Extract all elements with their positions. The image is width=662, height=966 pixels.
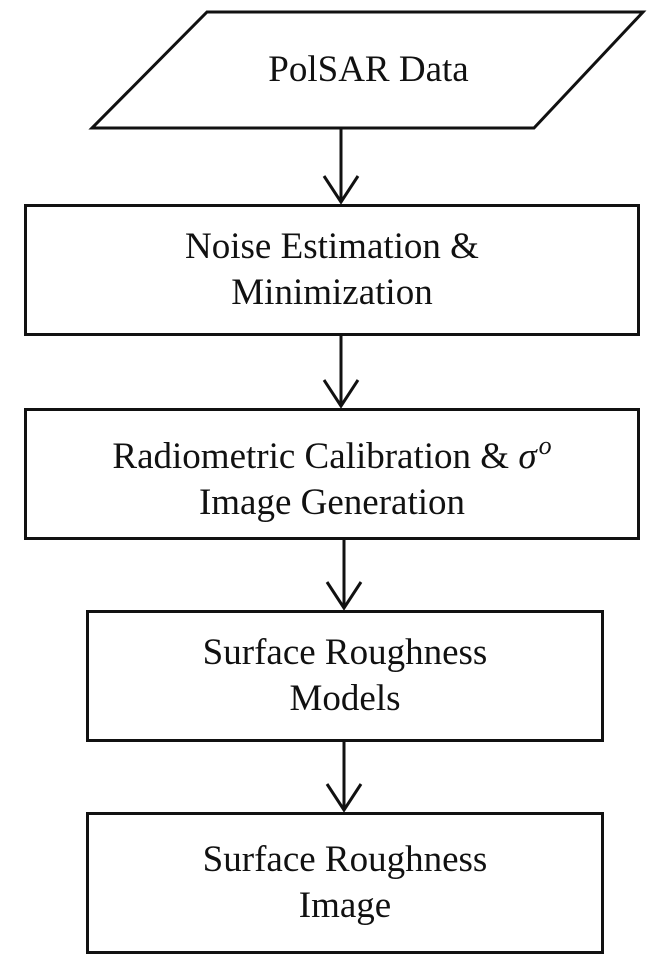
input-parallelogram: [88, 10, 647, 130]
models-line-1: Surface Roughness: [202, 632, 488, 673]
noise-estimation-box: Noise Estimation & Minimization: [24, 204, 640, 336]
sigma-superscript: o: [538, 430, 552, 460]
arrowhead-input-to-noise: [322, 175, 360, 205]
output-line-1: Surface Roughness: [202, 839, 488, 880]
output-line-2: Image: [298, 885, 392, 926]
arrowhead-calibration-to-models: [325, 581, 363, 611]
calibration-line-1: Radiometric Calibration & σo: [112, 423, 551, 480]
noise-line-1: Noise Estimation &: [185, 226, 479, 267]
calibration-line-2: Image Generation: [198, 481, 466, 523]
sigma-symbol: σ: [518, 435, 537, 477]
input-node-text: PolSAR Data: [268, 48, 469, 90]
models-line-2: Models: [289, 678, 401, 719]
noise-line-2: Minimization: [231, 272, 433, 313]
surface-roughness-models-box: Surface Roughness Models: [86, 610, 604, 742]
surface-roughness-image-box: Surface Roughness Image: [86, 812, 604, 954]
input-node-label: PolSAR Data: [92, 10, 645, 128]
arrowhead-noise-to-calibration: [322, 379, 360, 409]
radiometric-calibration-box: Radiometric Calibration & σo Image Gener…: [24, 408, 640, 540]
arrowhead-models-to-output: [325, 783, 363, 813]
calibration-line-1-text: Radiometric Calibration &: [112, 435, 519, 477]
